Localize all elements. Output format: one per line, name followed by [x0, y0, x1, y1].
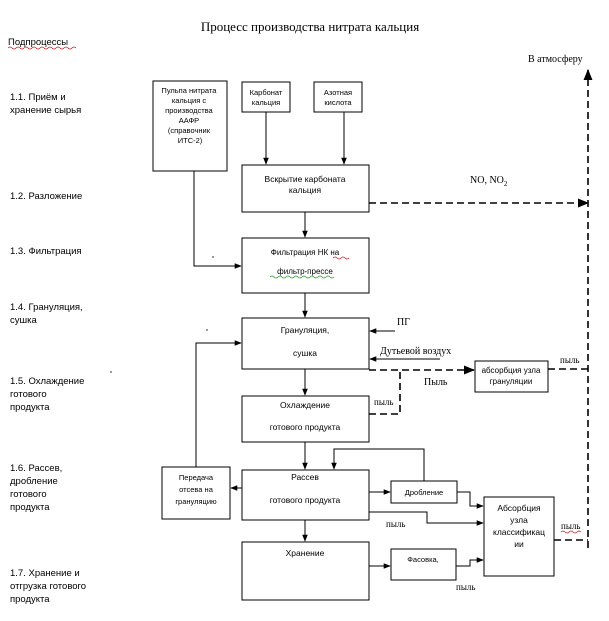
stray-dot [110, 371, 112, 373]
label-dust-granulation: Пыль [424, 377, 448, 388]
svg-text:1.4. Грануляция,сушка: 1.4. Грануляция,сушка [10, 302, 83, 326]
stage-1-2: 1.2. Разложение [10, 191, 82, 202]
svg-text:Хранение: Хранение [286, 548, 325, 558]
label-dust-packing: пыль [456, 582, 475, 592]
stage-1-4: 1.4. Грануляция,сушка [10, 302, 83, 326]
box-storage: Хранение [241, 541, 370, 601]
svg-text:Дробление: Дробление [405, 488, 443, 497]
spellcheck-underline [560, 530, 582, 534]
svg-text:1.3. Фильтрация: 1.3. Фильтрация [10, 246, 82, 257]
svg-text:1.2. Разложение: 1.2. Разложение [10, 191, 82, 202]
label-pg: ПГ [397, 317, 410, 328]
flow-arrows [193, 112, 484, 569]
stray-dot [212, 256, 214, 258]
box-pulp: Пульпа нитрата кальция с производства АА… [152, 80, 228, 172]
label-dust-cooling: пыль [374, 397, 393, 407]
stray-dot [206, 329, 208, 331]
box-crushing: Дробление [390, 480, 458, 504]
box-granulation: Грануляция,сушка [241, 317, 370, 370]
emission-lines [369, 68, 593, 548]
label-dust-screening: пыль [386, 519, 405, 529]
label-dust-absorption-classification: пыль [561, 521, 580, 531]
diagram-title: Процесс производства нитрата кальция [201, 19, 419, 34]
box-packing: Фасовка, [390, 548, 457, 581]
svg-text:Грануляция,сушка: Грануляция,сушка [281, 325, 329, 358]
stage-1-3: 1.3. Фильтрация [10, 246, 82, 257]
label-blow-air: Дутьевой воздух [380, 346, 451, 357]
label-atmosphere: В атмосферу [528, 54, 583, 65]
label-dust-absorption-granulation: пыль [560, 355, 579, 365]
subprocesses-header: Подпроцессы [8, 37, 68, 48]
svg-text:Пульпа нитрата кальция с: Пульпа нитрата кальция с производства АА… [161, 86, 218, 145]
label-nox: NO, NO2 [470, 175, 508, 188]
spellcheck-underline [7, 46, 77, 50]
svg-text:Фасовка,: Фасовка, [407, 555, 439, 564]
